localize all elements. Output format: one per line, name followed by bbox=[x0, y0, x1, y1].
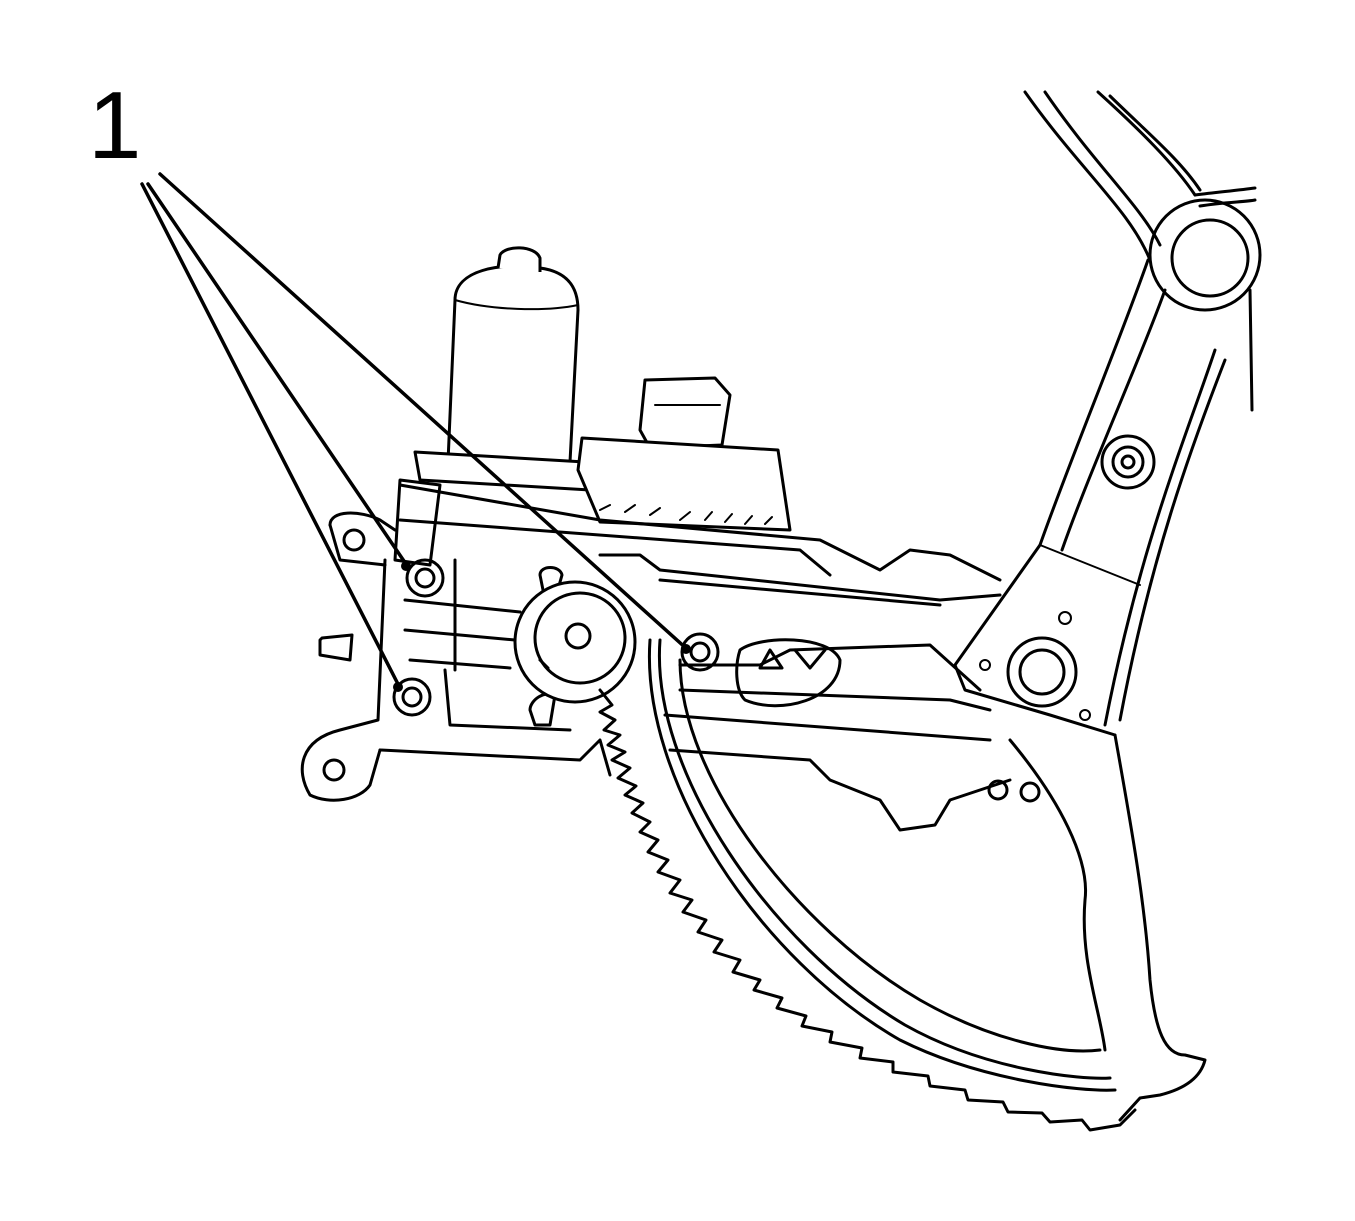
bolt-lower-left bbox=[392, 677, 432, 717]
motor bbox=[393, 246, 592, 567]
callout-leaders bbox=[140, 172, 691, 692]
drive-pinion bbox=[513, 566, 637, 727]
callout-number: 1 bbox=[88, 72, 142, 179]
bolt-upper-left bbox=[405, 558, 445, 598]
sector-gear bbox=[598, 638, 1207, 1132]
base-plate bbox=[300, 483, 1041, 832]
connector bbox=[576, 376, 792, 532]
leader-dot-upper-left bbox=[401, 561, 411, 571]
leader-line-center-bolt bbox=[158, 172, 690, 652]
leader-line-upper-left-bolt bbox=[146, 182, 410, 569]
leader-dot-lower-left bbox=[393, 682, 403, 692]
upper-lift-arm bbox=[953, 90, 1262, 737]
leader-line-lower-left-bolt bbox=[140, 182, 402, 690]
leader-dot-center bbox=[681, 644, 691, 654]
